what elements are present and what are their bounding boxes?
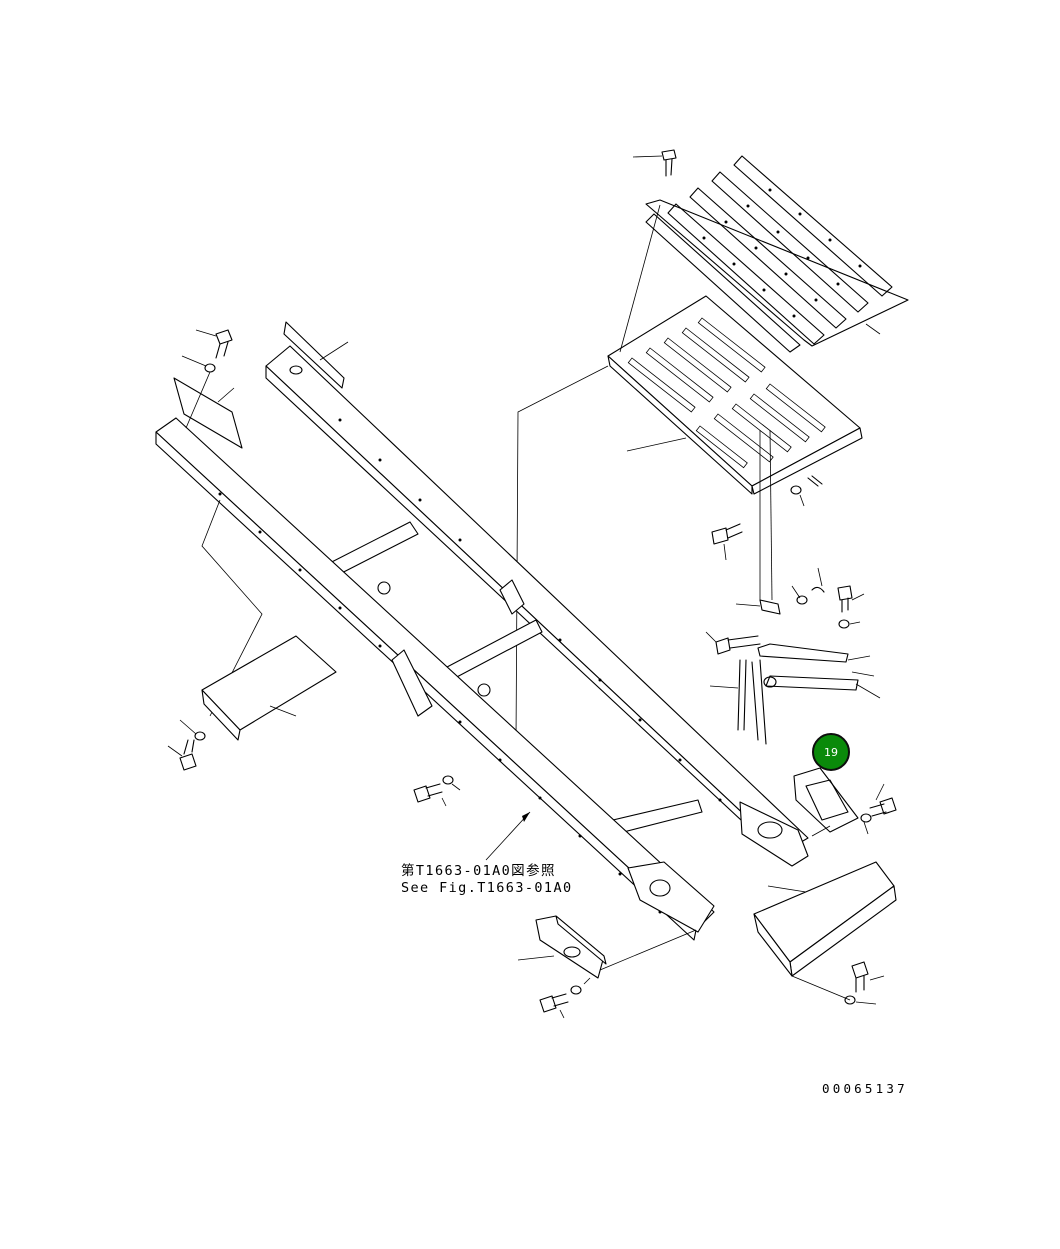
leader-lines — [499, 204, 881, 751]
grating-strips — [645, 155, 909, 353]
center-fasteners — [413, 775, 531, 861]
step-fasteners — [711, 475, 823, 561]
callout-number: 19 — [824, 745, 838, 759]
fender-lower-right — [753, 861, 897, 1005]
part-callout-19[interactable]: 19 — [812, 733, 850, 771]
lower-bracket — [517, 915, 697, 1019]
drawing-number: 00065137 — [822, 1081, 908, 1096]
reference-note-english: See Fig.T1663-01A0 — [401, 880, 573, 896]
front-side-rail — [155, 377, 715, 941]
guard-plate-19 — [793, 767, 897, 837]
step-plate — [607, 295, 863, 495]
rear-side-rail — [265, 321, 809, 867]
left-step — [167, 635, 337, 771]
front-rail-fasteners — [181, 329, 263, 717]
bolt-top — [632, 149, 677, 177]
reference-note-japanese: 第T1663-01A0図参照 — [401, 863, 556, 879]
right-mid-brackets — [705, 567, 881, 745]
